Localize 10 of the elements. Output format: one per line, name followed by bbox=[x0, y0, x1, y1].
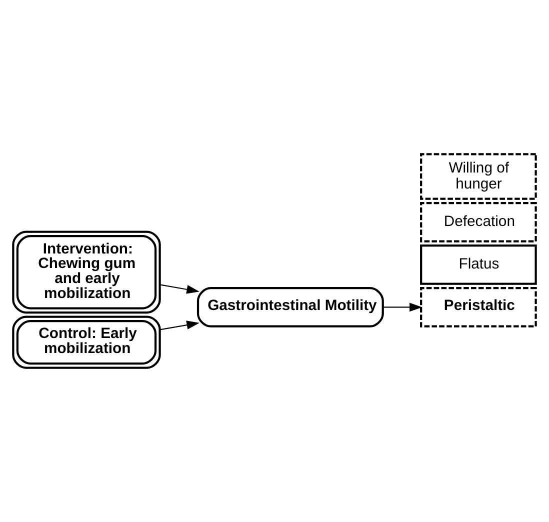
node-box: Flatus bbox=[420, 244, 537, 285]
arrow bbox=[160, 284, 200, 294]
node-box: Peristaltic bbox=[420, 287, 537, 328]
node-box: Intervention: Chewing gum and early mobilization bbox=[12, 230, 161, 314]
node-box: Defecation bbox=[420, 202, 537, 242]
node-box: Control: Early mobilization bbox=[12, 316, 161, 369]
arrow bbox=[383, 302, 422, 312]
arrow bbox=[160, 320, 200, 330]
node-box: Willing of hunger bbox=[420, 153, 537, 200]
node-box: Gastrointestinal Motility bbox=[196, 287, 384, 328]
